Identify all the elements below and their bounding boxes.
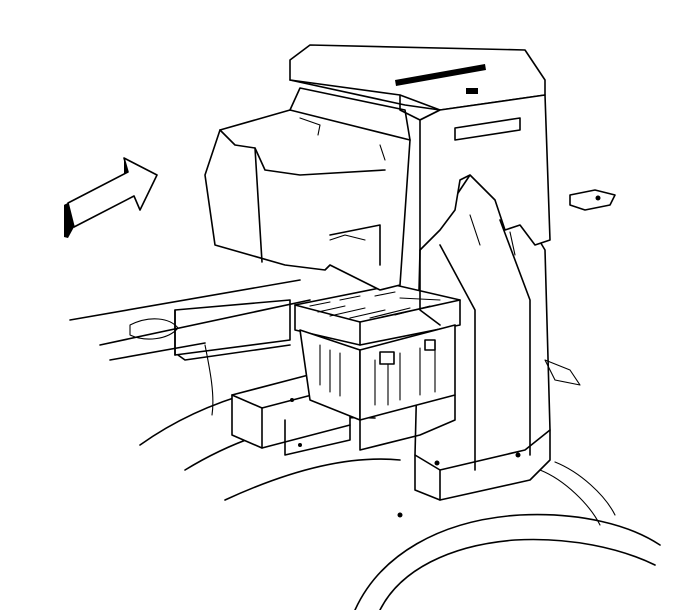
wheel-house [139, 378, 661, 610]
cover-lettering [395, 64, 486, 86]
retainer-clip [544, 189, 616, 386]
fuse-box-cover [204, 44, 551, 326]
arrow-icon [64, 157, 158, 238]
underhood-fuse-block [294, 284, 461, 451]
inner-fender [69, 279, 311, 416]
